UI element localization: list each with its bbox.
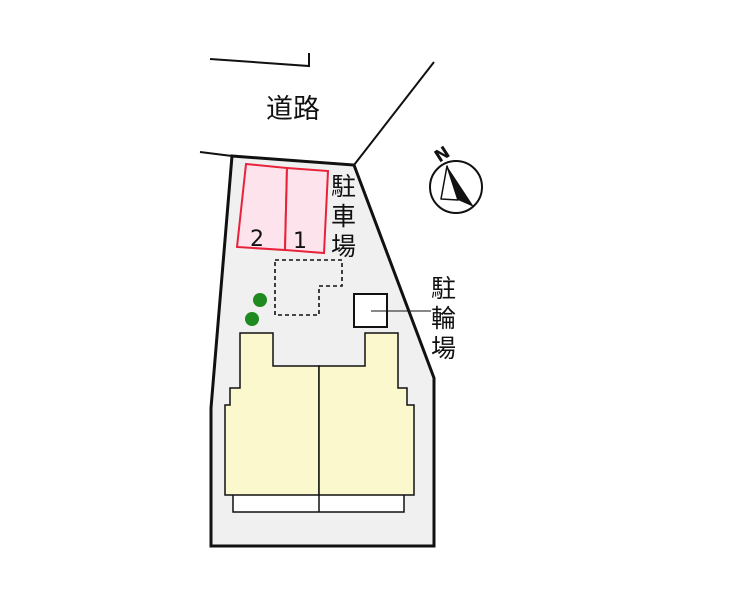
dashed-parking-space [274,259,343,316]
bicycle-parking-label: 駐 輪 場 [431,274,456,363]
parking-slot-number-2: 2 [250,227,264,252]
bicycle-parking-label-char-2: 輪 [431,304,456,333]
road-label: 道路 [266,94,320,125]
compass: N [429,143,483,214]
north-arrow-icon [440,165,474,207]
parking-slot-number-1: 1 [293,229,307,254]
bicycle-parking-label-char-3: 場 [431,334,456,363]
parking-label-char-3: 場 [331,232,356,261]
bicycle-parking-label-char-1: 駐 [431,274,456,303]
road-edge-left [199,151,233,157]
tree-1 [253,293,267,307]
road-edges [199,53,435,166]
building [224,332,415,513]
building-unit-left [224,332,320,496]
parking-slot-1 [283,166,330,255]
road-edge-top [209,53,310,68]
road-edge-diagonal [353,61,435,166]
parking-label-char-1: 駐 [331,172,356,201]
tree-2 [245,312,259,326]
parking-area: 2 1 [235,162,330,255]
parking-label-char-2: 車 [331,202,356,231]
parking-label: 駐 車 場 [331,172,356,261]
building-unit-right [318,332,415,496]
